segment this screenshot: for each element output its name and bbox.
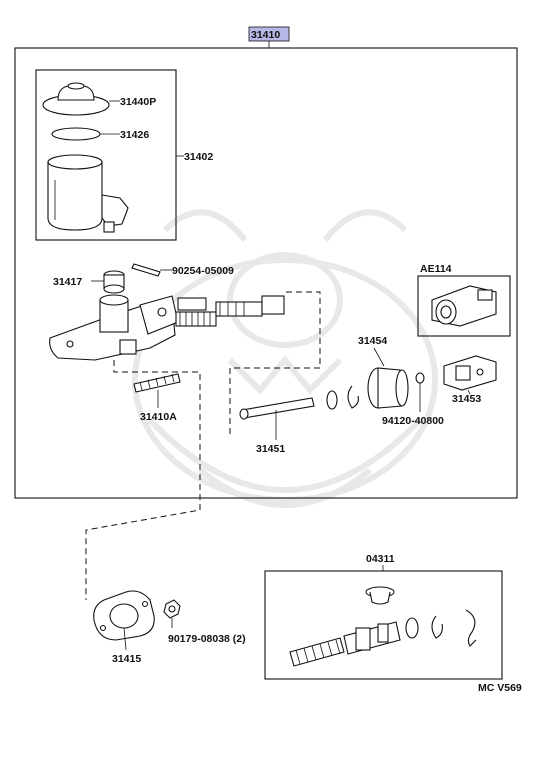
return-spring (133, 373, 181, 393)
snap-ring (347, 385, 359, 409)
cap-label: 31440P (120, 96, 156, 108)
push-rod-label: 31451 (256, 443, 285, 455)
reservoir-body (47, 154, 129, 233)
pin (131, 263, 161, 277)
rod-nut-label: 94120-40800 (382, 415, 444, 427)
diagram-code: MC V569 (478, 682, 522, 694)
reservoir-cap (42, 82, 110, 116)
boot-label: 31453 (452, 393, 481, 405)
piston-assembly (175, 295, 285, 327)
reservoir-box (35, 69, 177, 241)
seat-label: 31454 (358, 335, 387, 347)
rod-nut (415, 372, 425, 384)
union-label: 31417 (53, 276, 82, 288)
assembly-label: 31410 (251, 29, 280, 41)
reservoir-gasket (51, 127, 101, 141)
assembly-box (14, 47, 518, 499)
push-rod (239, 397, 315, 420)
inner-dash-right (229, 291, 321, 436)
boot-leader (467, 389, 471, 395)
ae-part (431, 285, 497, 327)
clevis-boot (443, 355, 497, 391)
mount-nut (163, 599, 181, 619)
reservoir-label: 31402 (184, 151, 213, 163)
kit-parts (289, 586, 477, 667)
kit-label: 04311 (366, 553, 395, 565)
gasket-plate-leader (123, 627, 127, 651)
ae-box (417, 275, 511, 337)
nut-label: 90179-08038 (2) (168, 633, 246, 645)
ae-label: AE114 (420, 263, 452, 275)
spring-label: 31410A (140, 411, 177, 423)
rod-washer (326, 390, 338, 410)
flange-gasket (93, 590, 155, 641)
seat-leader (373, 347, 385, 367)
gasket-plate-label: 31415 (112, 653, 141, 665)
union-fitting (103, 270, 125, 294)
pin-label: 90254-05009 (172, 265, 234, 277)
kit-box (264, 570, 503, 680)
gasket-label: 31426 (120, 129, 149, 141)
boot-seat (367, 367, 409, 409)
master-cylinder-body (49, 294, 179, 361)
watermark-emblem (132, 209, 438, 508)
inner-dash-left (85, 360, 201, 600)
